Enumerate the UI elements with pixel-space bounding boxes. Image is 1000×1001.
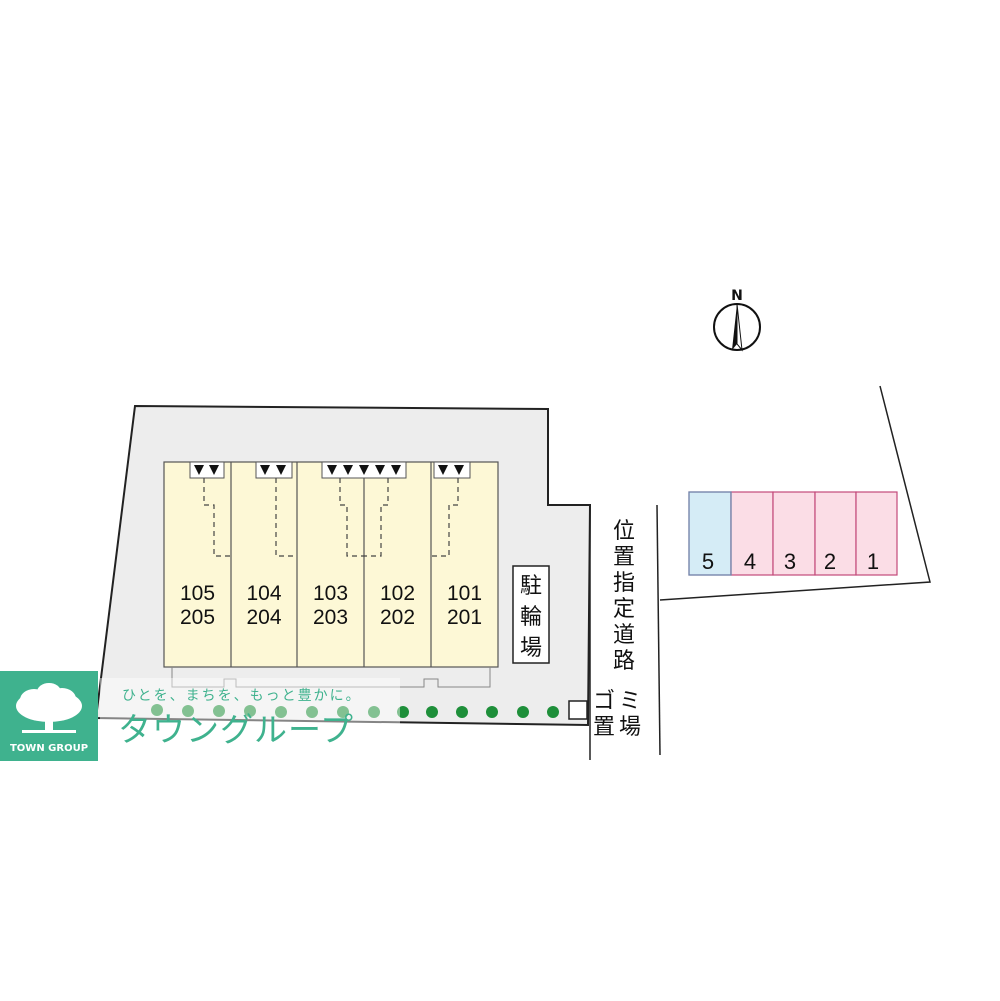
road-label-char: 指 (613, 571, 635, 596)
walkway (203, 478, 231, 557)
compass-needle-light (736, 303, 743, 352)
bicycle-parking-box (512, 565, 550, 664)
entrance-arrows (194, 465, 464, 475)
building-footprint (163, 461, 499, 668)
logo-text: TOWN GROUP (10, 743, 88, 754)
hedge-dot (456, 706, 468, 718)
hedge-dot (337, 706, 349, 718)
garbage-area: ゴ 置 ミ 場 (568, 689, 641, 740)
entrance-arrow (260, 465, 270, 475)
parking-space-1 (855, 491, 898, 576)
road-label-char: 位 (613, 519, 635, 544)
unit-label-top: 101 (447, 582, 482, 605)
entry-notch (255, 461, 293, 479)
bicycle-parking: 駐 輪 場 (512, 565, 550, 664)
entry-notch (189, 461, 225, 479)
north-arrow-icon: N (713, 288, 761, 352)
parking-lot-boundary (659, 385, 931, 601)
unit-label-top: 102 (380, 582, 415, 605)
hedge-dot (426, 706, 438, 718)
entrance-arrow (391, 465, 401, 475)
unit-label-top: 104 (246, 582, 281, 605)
hedge-dot (182, 705, 194, 717)
parking-number: 2 (824, 549, 836, 574)
compass-needle-dark (732, 304, 737, 350)
road-label-char: 道 (613, 623, 635, 648)
parking-space-5-outline (688, 491, 732, 576)
walkway (339, 478, 364, 557)
entrance-arrow (375, 465, 385, 475)
hedge-dot (244, 705, 256, 717)
road-label-char: 置 (613, 545, 635, 570)
hedge-dot (486, 706, 498, 718)
front-step-outlines (171, 667, 491, 688)
unit-label-bottom: 205 (180, 606, 215, 629)
designated-road-label: 位 置 指 定 道 路 (613, 519, 635, 674)
parking-space-2 (814, 491, 857, 576)
garbage-label-char: ミ (619, 689, 641, 714)
parking-number: 1 (867, 549, 879, 574)
dashed-walkways (203, 478, 459, 557)
entrance-arrow (194, 465, 204, 475)
parking-number: 4 (744, 549, 756, 574)
unit-label-top: 103 (313, 582, 348, 605)
hedge-dot (547, 706, 559, 718)
brand-name: タウングループ (118, 710, 354, 749)
bicycle-parking-char: 駐 (520, 574, 542, 599)
branding: TOWN GROUP ひとを、まちを、もっと豊かに。 タウングループ (0, 671, 400, 761)
brand-backdrop (100, 678, 400, 748)
entrance-arrow (209, 465, 219, 475)
north-label: N (731, 288, 743, 304)
hedge-dot (397, 706, 409, 718)
apartment-building: 105 205 104 204 103 203 102 202 101 201 (163, 461, 499, 668)
entrance-arrow (438, 465, 448, 475)
road-edge-right (656, 504, 661, 756)
garbage-label-char: 置 (593, 715, 615, 740)
garbage-label-char: 場 (619, 715, 641, 740)
entrance-arrow (343, 465, 353, 475)
walkway (431, 478, 459, 557)
entrance-arrow (327, 465, 337, 475)
parking-number: 3 (784, 549, 796, 574)
garbage-box (568, 700, 588, 720)
hedge-dot (306, 706, 318, 718)
unit-label-bottom: 202 (380, 606, 415, 629)
hedge-row (151, 704, 559, 718)
walkway (364, 478, 389, 557)
road-label-char: 定 (613, 597, 635, 622)
hedge-dot (213, 705, 225, 717)
unit-label-bottom: 203 (313, 606, 348, 629)
hedge-dot (368, 706, 380, 718)
parking-number: 5 (702, 549, 714, 574)
entry-notch (433, 461, 471, 479)
unit-label-top: 105 (180, 582, 215, 605)
entrance-arrow (454, 465, 464, 475)
entrance-arrow (359, 465, 369, 475)
hedge-dot (275, 706, 287, 718)
entrance-arrow (276, 465, 286, 475)
bicycle-parking-char: 輪 (520, 605, 542, 630)
road-label-char: 路 (613, 649, 635, 674)
hedge-dot (151, 704, 163, 716)
garbage-label-char: ゴ (593, 689, 615, 714)
tree-icon (16, 683, 82, 733)
parking-spaces: 5 4 3 2 1 (688, 491, 898, 576)
hedge-dot (517, 706, 529, 718)
unit-label-bottom: 201 (447, 606, 482, 629)
brand-tagline: ひとを、まちを、もっと豊かに。 (122, 688, 362, 704)
bicycle-parking-char: 場 (520, 636, 542, 661)
unit-label-bottom: 204 (246, 606, 281, 629)
walkway (275, 478, 297, 557)
